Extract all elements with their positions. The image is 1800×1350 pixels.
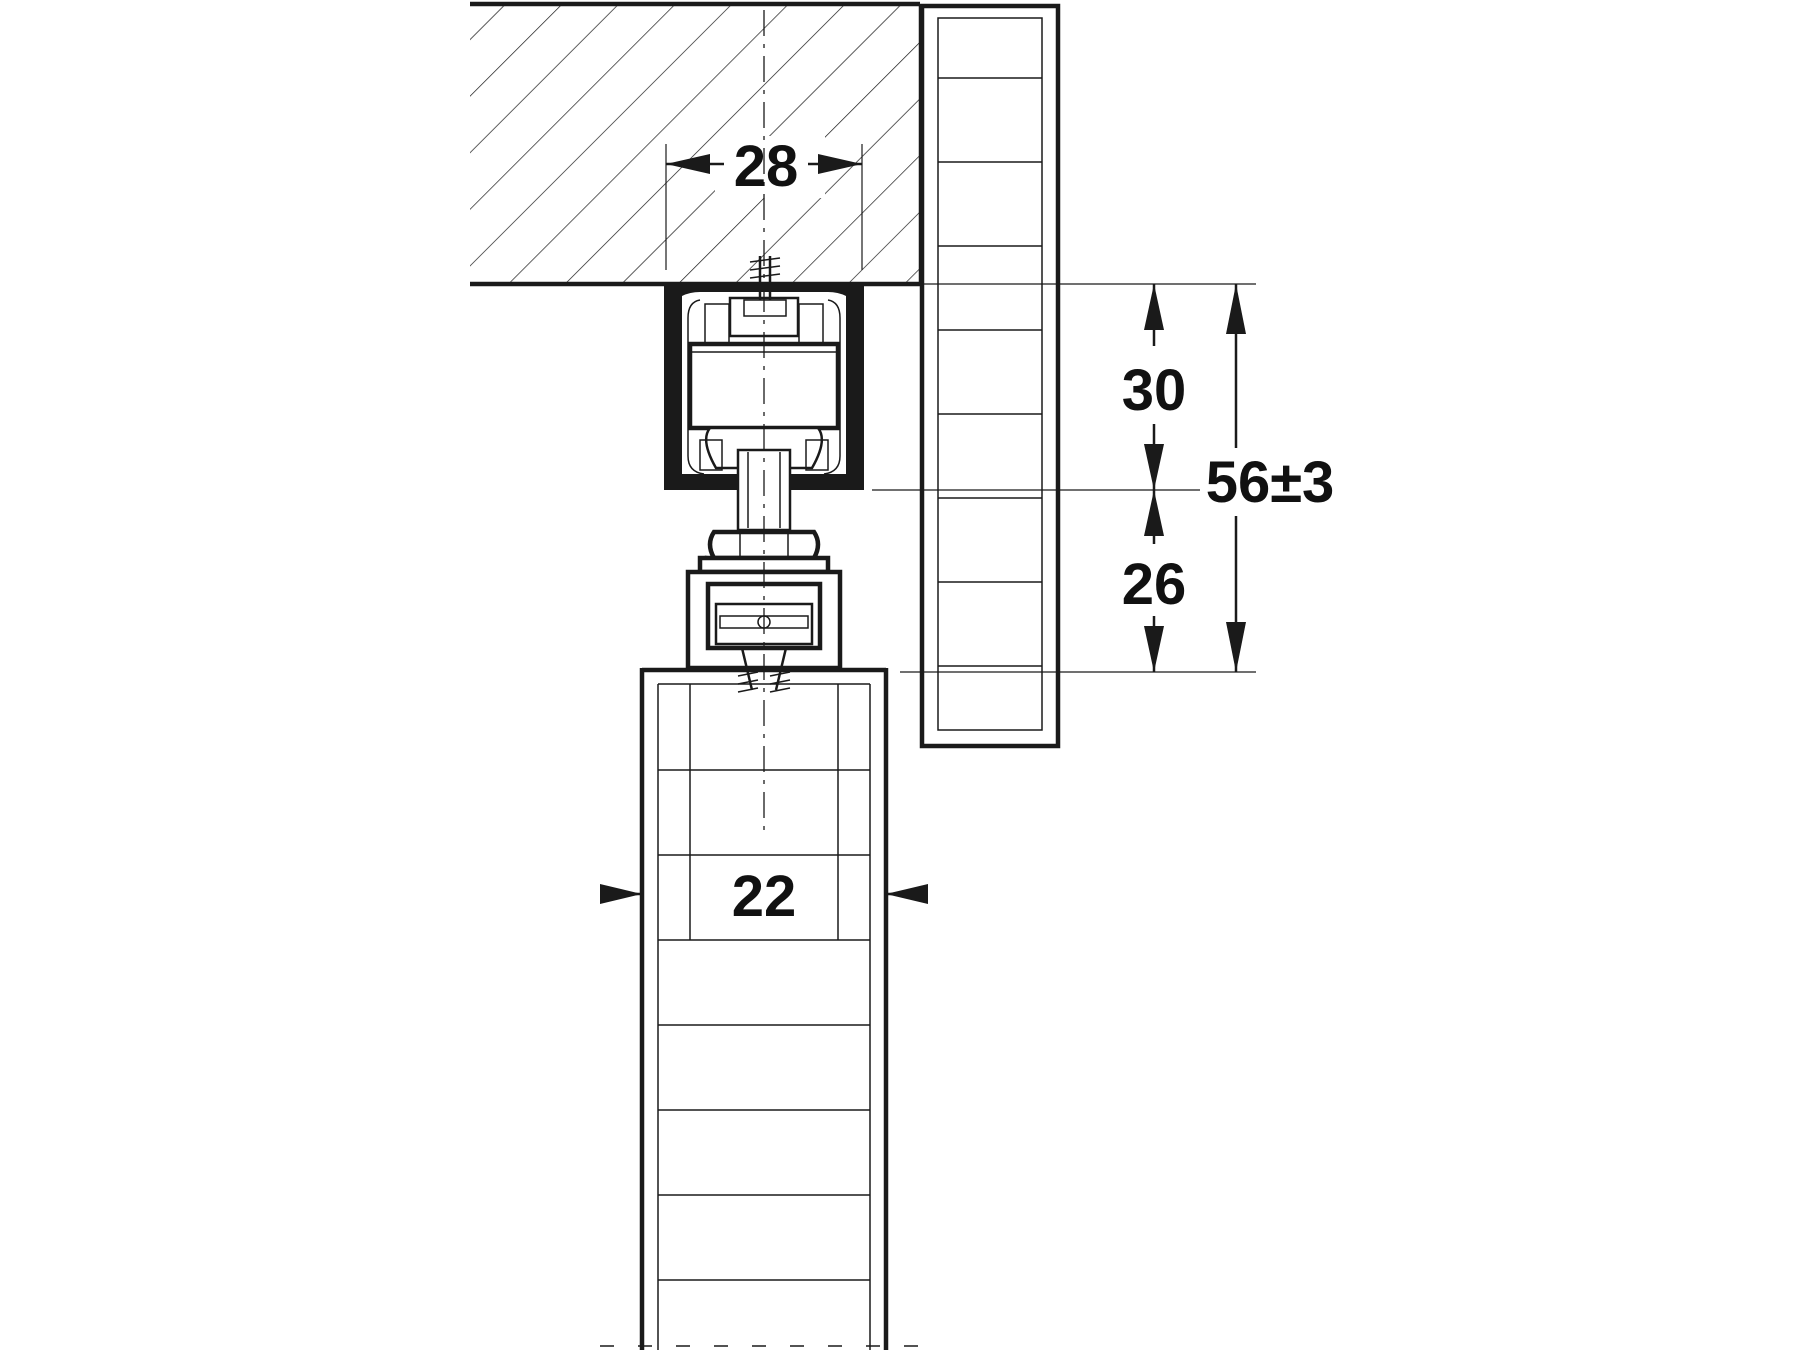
door-leaf bbox=[600, 667, 930, 1350]
dimension-hanger-height: 26 bbox=[1122, 490, 1187, 672]
dimension-track-width: 28 bbox=[666, 134, 862, 199]
dimension-label-26: 26 bbox=[1122, 552, 1187, 617]
dimension-label-22: 22 bbox=[732, 864, 797, 929]
dimension-track-height: 30 bbox=[1122, 284, 1187, 490]
dimension-total-height: 56±3 bbox=[1206, 284, 1335, 672]
dimension-label-30: 30 bbox=[1122, 358, 1187, 423]
dimension-label-28: 28 bbox=[734, 134, 799, 199]
dimension-label-56: 56±3 bbox=[1206, 450, 1335, 515]
dimension-door-thickness: 22 bbox=[600, 864, 928, 929]
side-panel bbox=[919, 3, 1061, 749]
ceiling-beam bbox=[470, 1, 922, 287]
extension-lines bbox=[641, 144, 1256, 930]
